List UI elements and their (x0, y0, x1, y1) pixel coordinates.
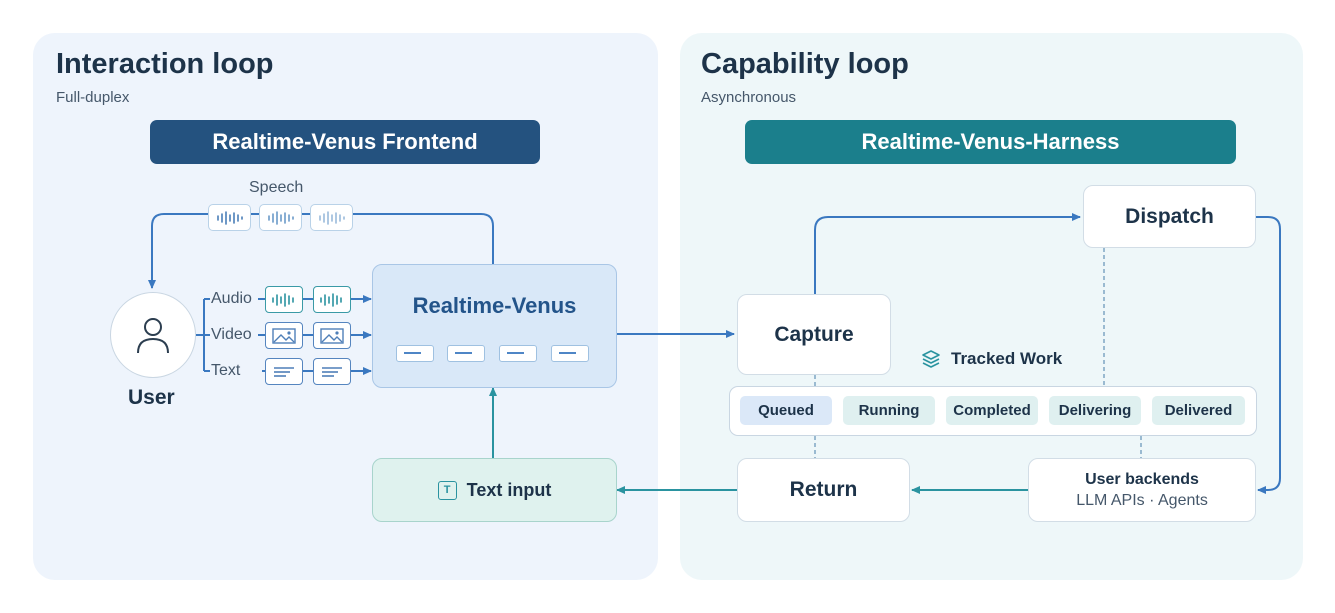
capability-loop-title: Capability loop (701, 48, 909, 80)
token-chip (551, 345, 589, 362)
user-backends-title: User backends (1085, 470, 1199, 488)
audio-waveform-icon (313, 286, 351, 313)
stage-delivered: Delivered (1152, 396, 1245, 425)
channel-text-label: Text (211, 362, 241, 379)
stage-running: Running (843, 396, 935, 425)
stage-queued: Queued (740, 396, 832, 425)
speech-waveform-icon (208, 204, 251, 231)
channel-audio-label: Audio (211, 290, 252, 307)
tracked-work-heading: Tracked Work (921, 349, 1062, 369)
capability-loop-subtitle: Asynchronous (701, 89, 797, 106)
text-input-icon: T (437, 480, 457, 500)
speech-waveform-icon (259, 204, 302, 231)
user-icon (137, 318, 169, 354)
text-input-label: Text input (466, 479, 552, 500)
video-frame-icon (265, 322, 303, 349)
audio-waveform-icon (265, 286, 303, 313)
channel-video-label: Video (211, 326, 252, 343)
return-box: Return (737, 458, 910, 522)
realtime-venus-label: Realtime-Venus (412, 293, 577, 318)
capture-box: Capture (737, 294, 891, 375)
frontend-banner: Realtime-Venus Frontend (150, 120, 540, 164)
token-chip (499, 345, 537, 362)
token-chip (447, 345, 485, 362)
user-avatar (110, 292, 196, 378)
text-lines-icon (313, 358, 351, 385)
tracked-work-label: Tracked Work (951, 349, 1063, 368)
speech-waveform-icon (310, 204, 353, 231)
user-backends-box: User backends LLM APIs · Agents (1028, 458, 1256, 522)
interaction-loop-title: Interaction loop (56, 48, 274, 80)
text-lines-icon (265, 358, 303, 385)
text-input-box: T Text input (372, 458, 617, 522)
video-frame-icon (313, 322, 351, 349)
speech-label: Speech (249, 179, 304, 196)
token-chip (396, 345, 434, 362)
realtime-venus-core (372, 264, 617, 388)
harness-banner: Realtime-Venus-Harness (745, 120, 1236, 164)
interaction-loop-subtitle: Full-duplex (56, 89, 130, 106)
user-label: User (128, 386, 175, 409)
user-backends-subtitle: LLM APIs · Agents (1076, 491, 1208, 509)
layers-icon (922, 350, 940, 368)
stage-completed: Completed (946, 396, 1038, 425)
stage-delivering: Delivering (1049, 396, 1141, 425)
dispatch-box: Dispatch (1083, 185, 1256, 248)
